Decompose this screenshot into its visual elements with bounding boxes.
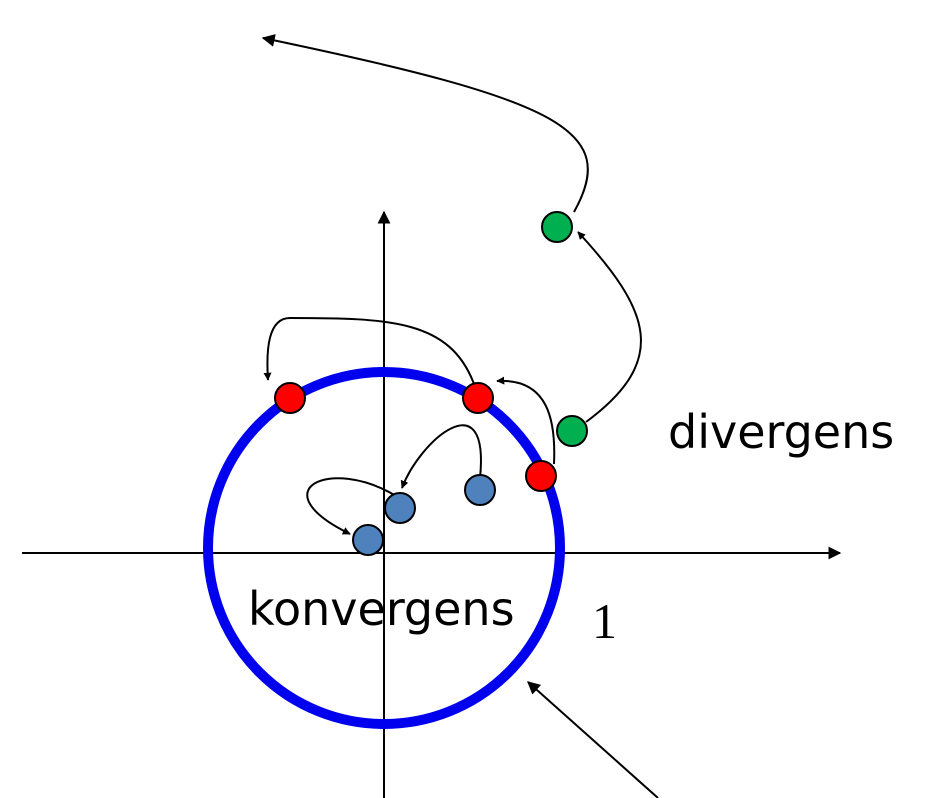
divergence-label: divergens xyxy=(668,405,894,459)
green-to-green-arrow xyxy=(577,231,642,423)
unit-label: 1 xyxy=(592,593,617,649)
unit-circle xyxy=(203,367,565,729)
unstable-point-lower xyxy=(556,415,588,447)
stable-point-right xyxy=(464,474,496,506)
boundary-point-left xyxy=(274,382,306,414)
blue-to-blue-upper-arrow xyxy=(400,424,482,489)
boundary-point-top xyxy=(462,382,494,414)
stable-point-low xyxy=(352,524,384,556)
blue-to-blue-lower-arrow xyxy=(306,477,397,535)
convergence-label: konvergens xyxy=(248,582,515,636)
stable-point-middle xyxy=(384,492,416,524)
red-to-red-left-arrow xyxy=(263,316,475,385)
red-to-red-right-arrow xyxy=(496,376,556,465)
boundary-point-right xyxy=(525,460,557,492)
divergence-arrow-to-top xyxy=(261,34,589,213)
unstable-point-upper xyxy=(541,211,573,243)
circle-pointer-arrow xyxy=(527,681,659,798)
